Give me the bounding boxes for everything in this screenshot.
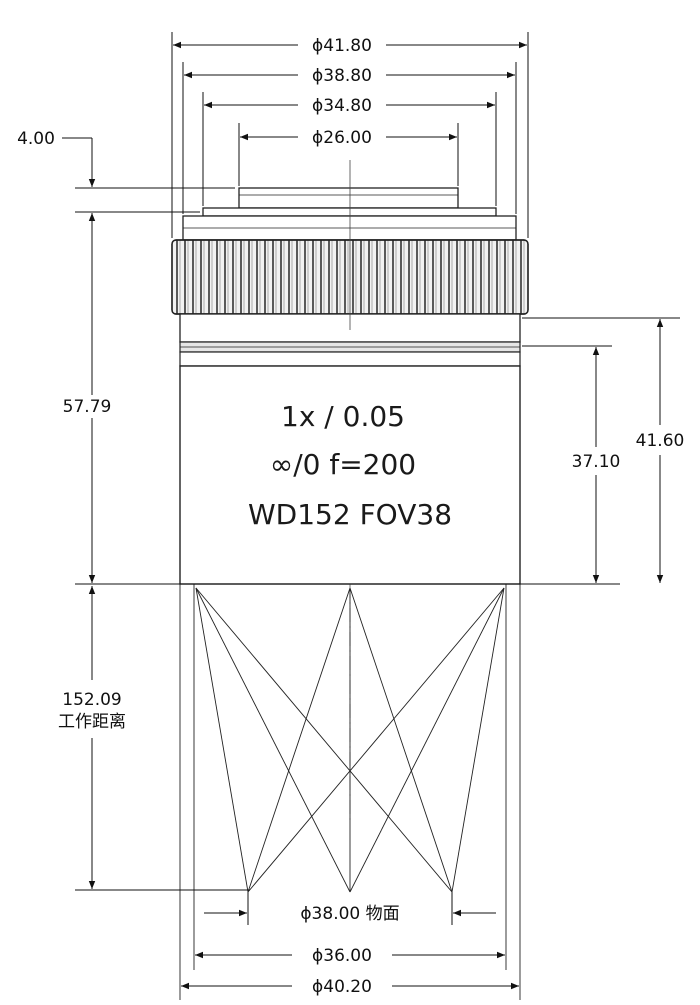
right-dimensions bbox=[522, 317, 680, 583]
top-flange bbox=[182, 187, 517, 241]
dim-diameter-38-00-object-plane: ϕ38.00 物面 bbox=[300, 904, 399, 924]
dim-diameter-41-80: ϕ41.80 bbox=[312, 36, 372, 56]
marking-wd-fov: WD152 FOV38 bbox=[248, 498, 452, 531]
dim-diameter-26-00: ϕ26.00 bbox=[312, 128, 372, 148]
dim-length-152-09: 152.09 bbox=[62, 690, 121, 710]
bottom-dimensions bbox=[181, 892, 519, 990]
top-dimensions bbox=[171, 32, 529, 238]
dim-length-4-00: 4.00 bbox=[17, 129, 55, 149]
dim-diameter-36-00: ϕ36.00 bbox=[312, 946, 372, 966]
dim-length-57-79: 57.79 bbox=[63, 397, 112, 417]
dim-length-41-60: 41.60 bbox=[636, 431, 685, 451]
working-distance-label: 工作距离 bbox=[58, 712, 126, 732]
lens-body bbox=[171, 160, 529, 585]
marking-magnification: 1x / 0.05 bbox=[281, 400, 405, 433]
light-cone bbox=[179, 584, 521, 1000]
dim-diameter-38-80: ϕ38.80 bbox=[312, 66, 372, 86]
dim-diameter-34-80: ϕ34.80 bbox=[312, 96, 372, 116]
barrel bbox=[179, 365, 521, 585]
dim-length-37-10: 37.10 bbox=[572, 452, 621, 472]
left-dimensions bbox=[62, 137, 620, 891]
lens-engraving: 1x / 0.05 ∞/0 f=200 WD152 FOV38 bbox=[248, 400, 452, 531]
marking-focal: ∞/0 f=200 bbox=[270, 448, 416, 481]
dim-diameter-40-20: ϕ40.20 bbox=[312, 977, 372, 997]
